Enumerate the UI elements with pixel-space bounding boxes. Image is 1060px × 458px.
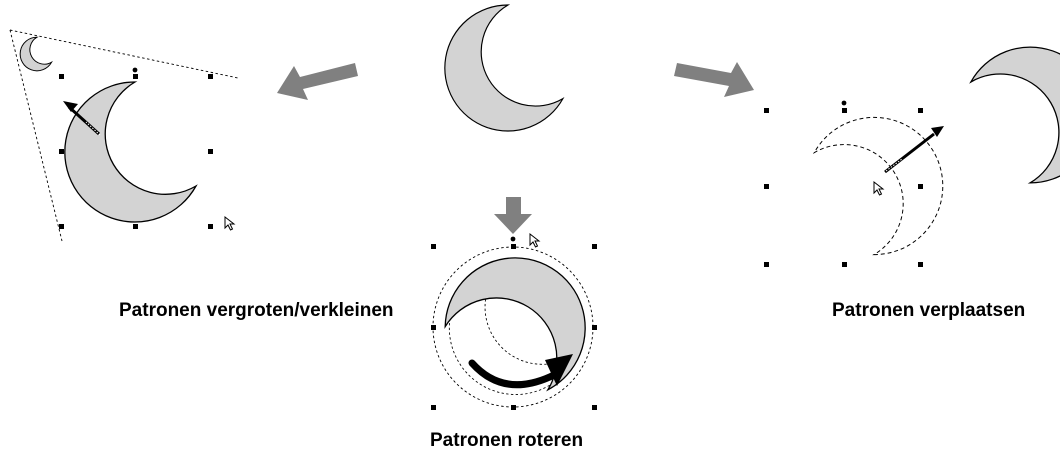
move-direction-arrow-icon xyxy=(885,126,944,172)
move-group xyxy=(764,47,1060,267)
source-moon xyxy=(445,5,563,131)
rotate-group xyxy=(428,233,610,418)
cursor-pointer-icon xyxy=(225,217,234,230)
small-moon-icon xyxy=(20,37,51,71)
arrow-down-icon xyxy=(494,197,532,234)
move-handles[interactable] xyxy=(764,101,923,267)
cursor-pointer-icon xyxy=(874,182,883,195)
caption-resize: Patronen vergroten/verkleinen xyxy=(119,300,394,322)
arrow-left-icon xyxy=(277,63,358,100)
caption-rotate: Patronen roteren xyxy=(430,430,583,452)
moved-moon xyxy=(971,47,1060,183)
resized-moon xyxy=(65,82,196,222)
rotate-arrow-icon xyxy=(472,354,573,386)
caption-move: Patronen verplaatsen xyxy=(832,300,1025,322)
resize-group xyxy=(10,30,238,241)
rotated-moon xyxy=(428,233,610,418)
cursor-pointer-icon xyxy=(530,234,539,247)
arrow-right-icon xyxy=(674,62,754,97)
